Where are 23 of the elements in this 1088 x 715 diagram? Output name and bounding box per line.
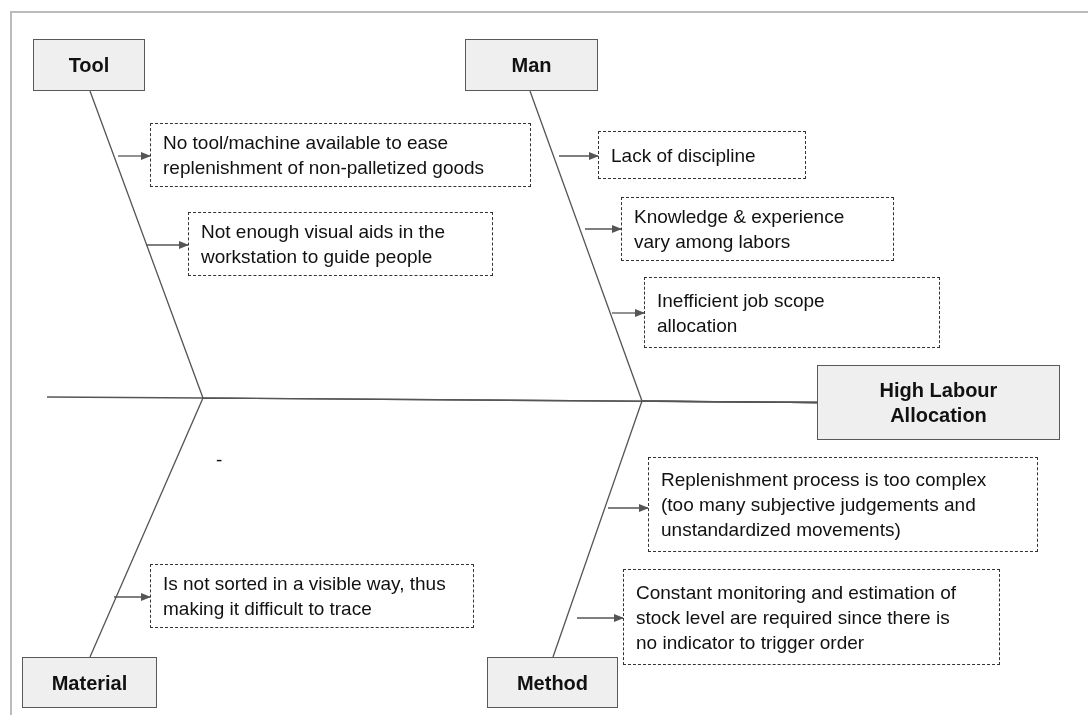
cause-box: Constant monitoring and estimation of stock level are required since there is no indicator to trigger order bbox=[623, 569, 1000, 665]
arrow bbox=[607, 504, 649, 512]
arrow bbox=[584, 225, 622, 233]
category-box: Method bbox=[487, 657, 618, 708]
arrow bbox=[576, 614, 624, 622]
cause-box: Is not sorted in a visible way, thus making it difficult to trace bbox=[150, 564, 474, 628]
category-box: Material bbox=[22, 657, 157, 708]
cause-box: No tool/machine available to ease replenishment of non-palletized goods bbox=[150, 123, 531, 187]
effect-box: High Labour Allocation bbox=[817, 365, 1060, 440]
cause-box: Replenishment process is too complex (too many subjective judgements and unstandardized movements) bbox=[648, 457, 1038, 552]
category-box: Man bbox=[465, 39, 598, 91]
cause-box: Knowledge & experience vary among labors bbox=[621, 197, 894, 261]
arrow bbox=[611, 309, 645, 317]
arrow bbox=[117, 152, 151, 160]
cause-box: Inefficient job scope allocation bbox=[644, 277, 940, 348]
category-box: Tool bbox=[33, 39, 145, 91]
arrow bbox=[113, 593, 151, 601]
cause-box: Not enough visual aids in the workstation to guide people bbox=[188, 212, 493, 276]
arrow bbox=[145, 241, 189, 249]
fishbone-line bbox=[552, 400, 818, 658]
stray-mark: - bbox=[216, 448, 223, 472]
arrow bbox=[558, 152, 599, 160]
cause-box: Lack of discipline bbox=[598, 131, 806, 179]
